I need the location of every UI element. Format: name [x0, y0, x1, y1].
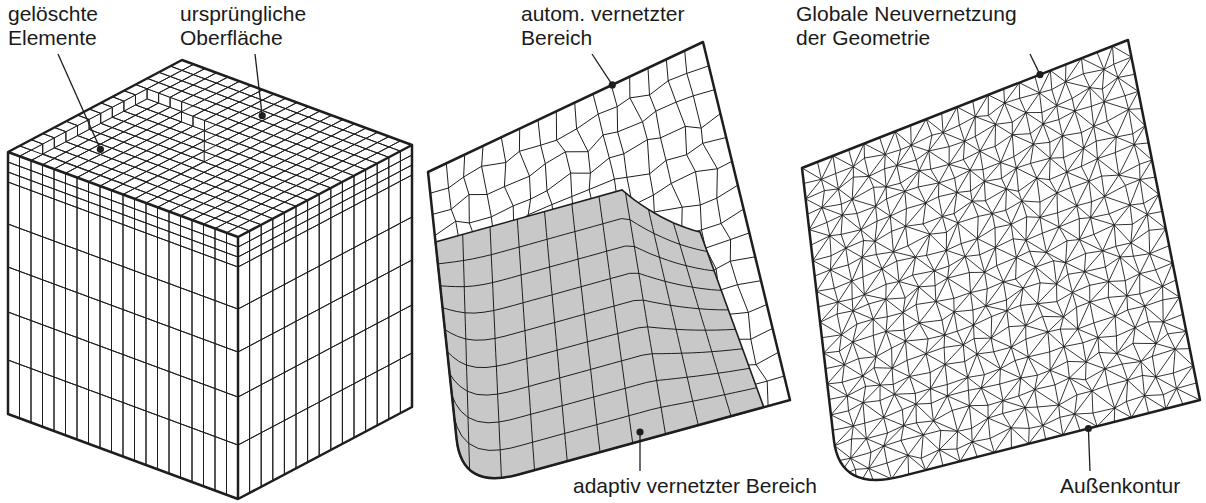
callout-label: adaptiv vernetzter Bereich — [573, 474, 873, 498]
adaptive-region — [436, 190, 764, 478]
top-surface — [8, 60, 412, 237]
section-outline — [428, 42, 790, 478]
triangle-mesh — [802, 40, 1200, 492]
callout-label: Außenkontur — [1060, 474, 1200, 498]
leader-line — [58, 54, 100, 149]
callout-label: autom. vernetzter Bereich — [521, 2, 696, 50]
adaptive-boundary — [436, 190, 764, 478]
leader-dot — [1036, 71, 1043, 78]
leader-line — [592, 54, 612, 85]
leader-lines — [58, 54, 1092, 471]
outer-contour — [802, 40, 1200, 480]
cube-mesh — [8, 60, 412, 499]
auto-mesh — [428, 42, 790, 490]
leader-dot — [636, 428, 643, 435]
adaptive-mesh-lines — [438, 193, 757, 478]
auto-mesh-lines — [428, 42, 790, 490]
leader-line — [639, 432, 640, 471]
leader-line — [255, 54, 262, 116]
adaptive-mesh — [436, 190, 764, 478]
callout-label: ursprüngliche Oberfläche — [180, 2, 330, 50]
leader-dot — [1085, 425, 1092, 432]
leader-dot — [97, 146, 104, 153]
callout-label: Globale Neuvernetzung der Geometrie — [796, 2, 1031, 50]
callout-label: gelöschte Elemente — [8, 2, 118, 50]
cube-outline — [8, 60, 412, 499]
leader-dot — [609, 81, 616, 88]
leader-line — [1088, 429, 1090, 472]
triangle-mesh-lines — [802, 40, 1200, 492]
leader-dot — [259, 112, 266, 119]
